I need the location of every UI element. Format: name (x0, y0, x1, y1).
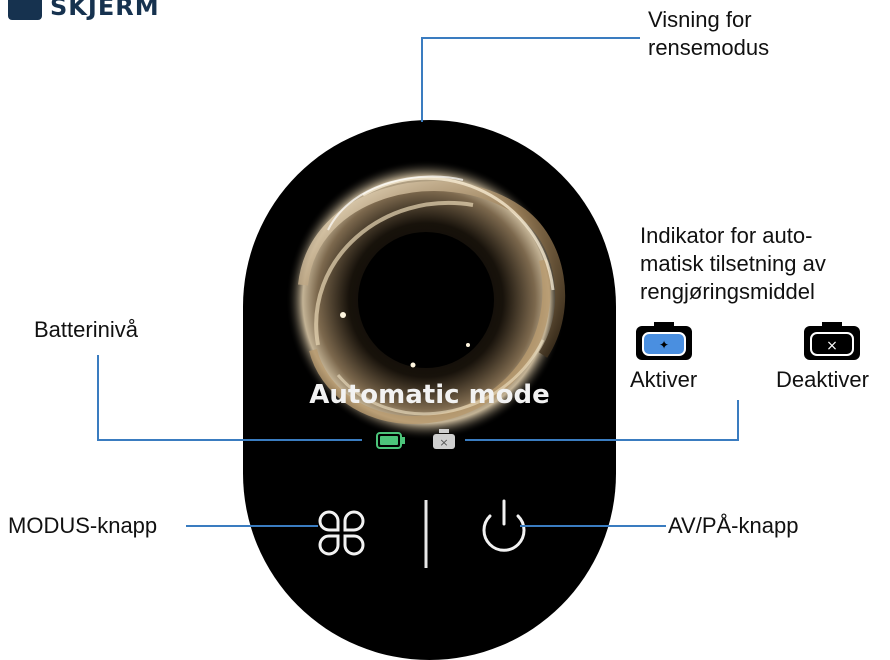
leader-lines (97, 37, 739, 527)
header-square-icon (8, 0, 42, 20)
activate-label: Aktiver (630, 367, 698, 392)
indicator-callout-line-3: rengjøringsmiddel (640, 279, 815, 304)
indicator-callout-line-1: Indikator for auto- (640, 223, 813, 248)
detergent-tank-icon: × (433, 429, 455, 449)
activate-icon: ✦ (636, 322, 692, 360)
battery-callout: Batterinivå (34, 317, 138, 342)
indicator-callout: Indikator for auto- matisk tilsetning av… (640, 222, 826, 306)
deactivate-icon: × (804, 322, 860, 360)
header: SKJERM (8, 0, 160, 20)
display-callout-line-1: Visning for (648, 7, 752, 32)
display-callout: Visning for rensemodus (648, 6, 769, 62)
mode-button-callout: MODUS-knapp (8, 513, 158, 538)
display-callout-line-2: rensemodus (648, 35, 770, 60)
svg-text:×: × (439, 436, 448, 449)
display-leader-line (421, 37, 640, 122)
device-screen: × (243, 120, 616, 660)
power-button-callout: AV/PÅ-knapp (668, 513, 799, 538)
svg-text:✦: ✦ (659, 338, 669, 352)
deactivate-label: Deaktiver (776, 367, 869, 392)
cleaning-mode-swirl-icon (286, 160, 566, 440)
header-title: SKJERM (50, 0, 160, 21)
battery-icon (376, 432, 405, 449)
mode-button-icon (318, 510, 365, 556)
indicator-leader-line (465, 400, 739, 441)
indicator-callout-line-2: matisk tilsetning av (640, 251, 826, 276)
device-artwork: × (286, 160, 566, 568)
power-button-icon (482, 499, 526, 552)
mode-text: Automatic mode (309, 380, 550, 410)
svg-text:×: × (826, 338, 838, 354)
battery-leader-line (97, 355, 362, 441)
